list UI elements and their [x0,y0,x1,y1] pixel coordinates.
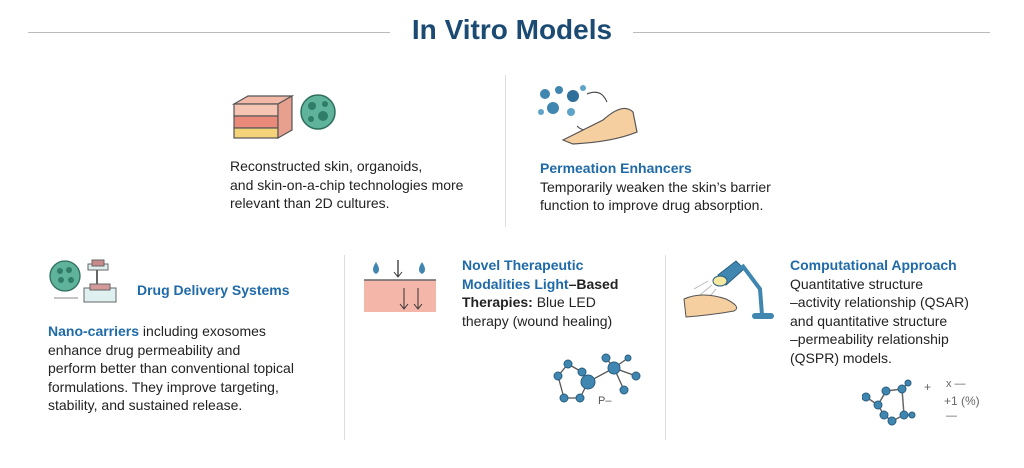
text-line: –activity relationship (QSAR) [790,294,969,310]
permeation-section: Permeation Enhancers Temporarily weaken … [540,159,771,215]
formula-bar: — [946,410,957,422]
skin-drops-icon [364,260,436,312]
text-line: function to improve drug absorption. [540,197,764,213]
text-fragment: Therapies: [462,294,533,310]
permeation-heading: Permeation Enhancers [540,160,692,176]
formula-plus: + [924,380,931,394]
text-fragment: –Based [568,275,619,292]
text-line: (QSPR) models. [790,349,892,366]
text-line: perform better than conventional topical [48,360,294,376]
novel-heading: Novel Therapeutic [462,257,584,273]
formula-x: x — [946,378,966,390]
text-line: Temporarily weaken the skin’s barrier [540,178,771,195]
permeation-hand-icon [538,85,638,145]
drug-delivery-text: Nano-carriers including exosomes enhance… [48,322,338,415]
molecule-label: P– [598,395,612,407]
text-line: therapy (wound healing) [462,312,613,329]
drug-delivery-icon [49,259,117,303]
skin-model-icon [231,94,336,140]
molecule-icon: P– [553,353,641,407]
text-line: formulations. They improve targeting, [48,378,279,395]
novel-section: Novel Therapeutic Modalities Light–Based… [462,256,618,330]
computational-section: Computational Approach Quantitative stru… [790,256,969,367]
text-line: Quantitative structure [790,275,924,292]
title-rule-left [28,32,390,33]
divider [344,255,345,440]
lamp-hand-icon [683,260,774,319]
text-line: –permeability relationship [790,331,949,347]
text-line: Reconstructed skin, organoids, [230,158,423,174]
nano-carriers-term: Nano-carriers [48,323,140,339]
qsar-molecule-icon: + x — +1 (%) — [862,378,980,426]
title-rule-right [633,32,990,33]
novel-heading: Modalities Light [462,275,569,292]
text-line: Therapies: Blue LED [462,293,618,312]
divider [665,255,666,440]
text-line: and skin-on-a-chip technologies more [230,176,464,193]
page-title: In Vitro Models [411,14,613,45]
text-line: and quantitative structure [790,312,948,329]
drug-delivery-heading: Drug Delivery Systems [137,282,290,298]
text-fragment: including exosomes [139,323,266,339]
text-line: Nano-carriers including exosomes [48,322,338,341]
computational-heading: Computational Approach [790,257,957,273]
text-line: stability, and sustained release. [48,397,243,413]
text-line: Modalities Light–Based [462,275,618,294]
text-fragment: Blue LED [532,294,596,310]
formula-expr: +1 (%) [944,394,980,408]
text-line: relevant than 2D cultures. [230,195,390,211]
divider [505,75,506,227]
models-text: Reconstructed skin, organoids, and skin-… [230,157,463,213]
text-line: enhance drug permeability and [48,341,241,358]
